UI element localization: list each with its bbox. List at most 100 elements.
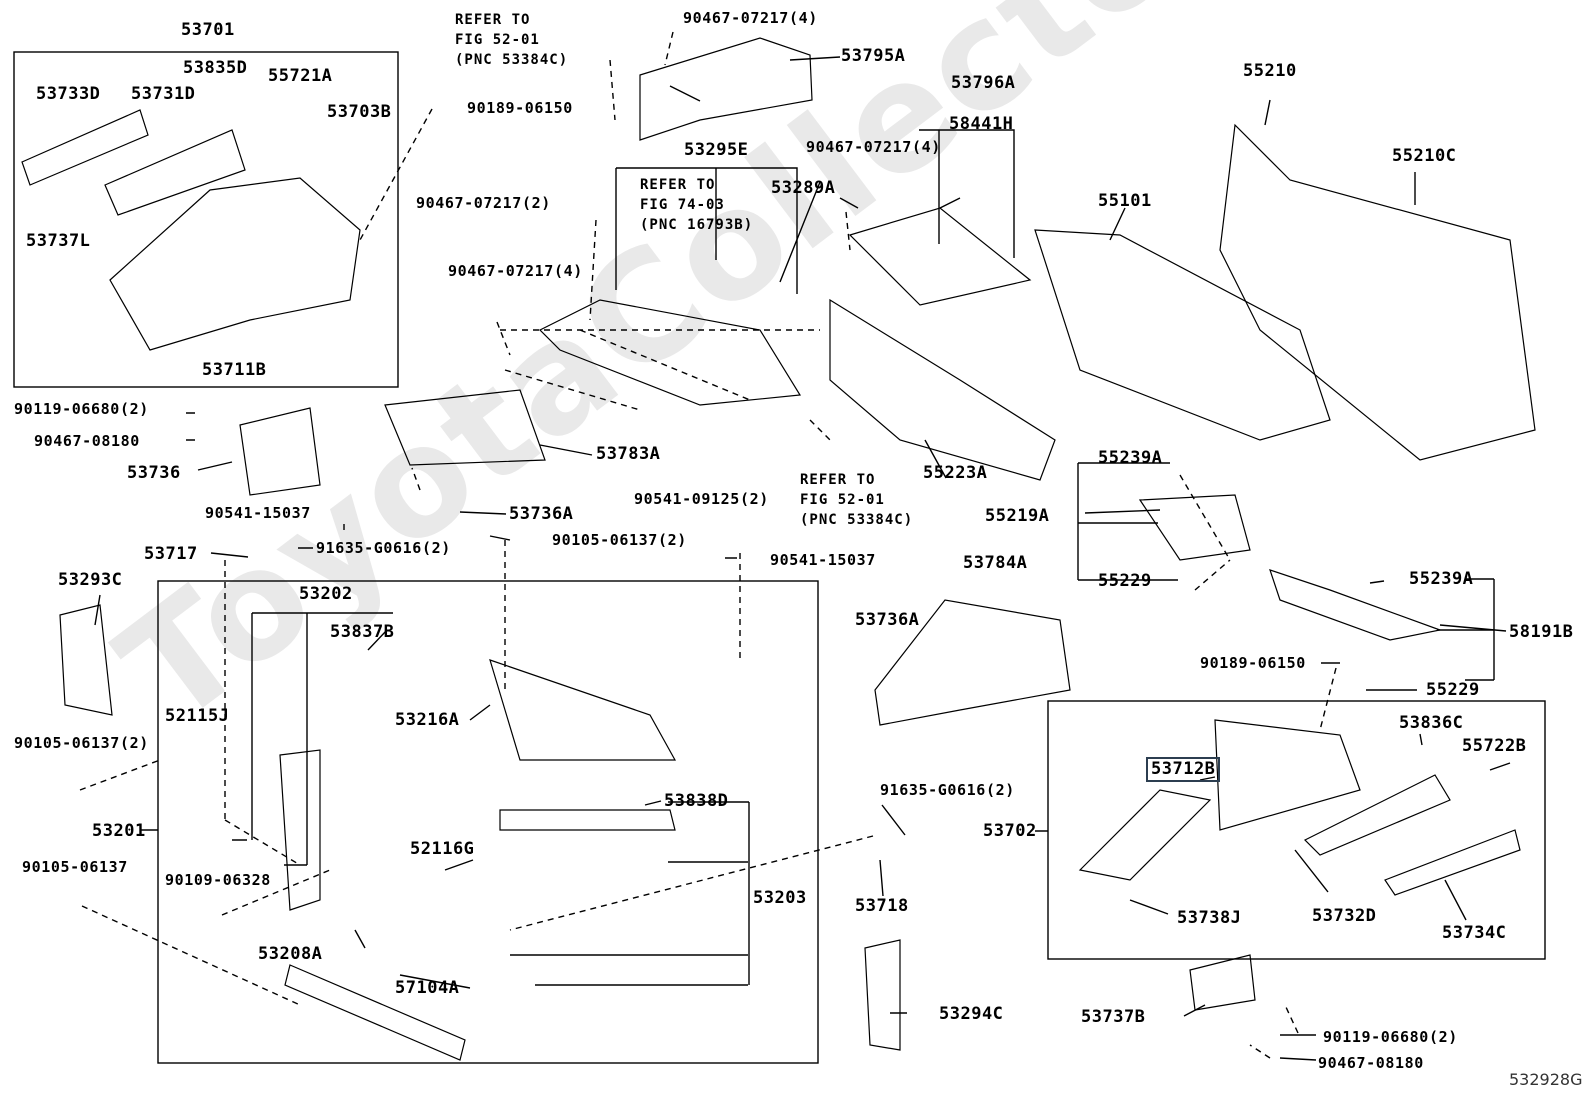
part-label-53795A[interactable]: 53795A xyxy=(841,46,906,66)
part-label-53208A[interactable]: 53208A xyxy=(258,944,323,964)
part-label-53837B[interactable]: 53837B xyxy=(330,622,395,642)
part-55210-shape xyxy=(1219,123,1536,461)
part-53734C-shape xyxy=(1384,829,1521,896)
part-53784A-shape xyxy=(874,599,1071,726)
part-53737B-shape xyxy=(1189,954,1256,1011)
part-label-53737L[interactable]: 53737L xyxy=(26,231,91,251)
part-label-53711B[interactable]: 53711B xyxy=(202,360,267,380)
part-label-55722B[interactable]: 55722B xyxy=(1462,736,1527,756)
part-53783A-shape xyxy=(384,389,546,466)
part-label-53701[interactable]: 53701 xyxy=(181,20,235,40)
part-label-53836C[interactable]: 53836C xyxy=(1399,713,1464,733)
part-53795A-shape xyxy=(639,37,813,141)
part-label-90105-06137-2-b[interactable]: 90105-06137(2) xyxy=(14,734,149,752)
part-53731D-shape xyxy=(104,129,246,216)
part-55101-shape xyxy=(1034,229,1331,441)
part-53711B-shape xyxy=(109,177,361,351)
part-label-90109-06328[interactable]: 90109-06328 xyxy=(165,871,271,889)
part-label-53738J[interactable]: 53738J xyxy=(1177,908,1242,928)
part-53712B-shape xyxy=(1214,719,1361,831)
part-label-52115J[interactable]: 52115J xyxy=(165,706,230,726)
part-53294C-shape xyxy=(864,939,901,1051)
group-box-53701 xyxy=(13,51,399,388)
part-label-53293C[interactable]: 53293C xyxy=(58,570,123,590)
part-53736-shape xyxy=(239,407,321,496)
part-label-53201[interactable]: 53201 xyxy=(92,821,146,841)
part-label-90105-06137[interactable]: 90105-06137 xyxy=(22,858,128,876)
part-53732D-shape xyxy=(1303,774,1451,856)
part-label-57104A[interactable]: 57104A xyxy=(395,978,460,998)
part-label-91635-G0616-a[interactable]: 91635-G0616(2) xyxy=(316,539,451,557)
diagram-id: 532928G xyxy=(1509,1070,1583,1089)
part-label-90467-07217-4-b[interactable]: 90467-07217(4) xyxy=(806,138,941,156)
part-label-90541-09125[interactable]: 90541-09125(2) xyxy=(634,490,769,508)
part-label-53838D[interactable]: 53838D xyxy=(664,791,729,811)
part-53295E-shape xyxy=(538,299,802,406)
part-label-53203[interactable]: 53203 xyxy=(753,888,807,908)
part-55223A-shape xyxy=(829,298,1056,481)
part-label-90467-07217-4-c[interactable]: 90467-07217(4) xyxy=(448,262,583,280)
part-label-55219A[interactable]: 55219A xyxy=(985,506,1050,526)
part-53203-upper-shape xyxy=(499,809,676,831)
part-label-53202[interactable]: 53202 xyxy=(299,584,353,604)
part-label-55229-b[interactable]: 55229 xyxy=(1426,680,1480,700)
part-label-58191B[interactable]: 58191B xyxy=(1509,622,1574,642)
part-label-90467-07217-4-a[interactable]: 90467-07217(4) xyxy=(683,9,818,27)
part-label-90189-06150-a[interactable]: 90189-06150 xyxy=(467,99,573,117)
part-53208A-shape xyxy=(279,749,321,911)
part-label-53712B[interactable]: 53712B xyxy=(1146,757,1221,782)
part-label-55101[interactable]: 55101 xyxy=(1098,191,1152,211)
part-53293C-shape xyxy=(59,604,113,716)
part-label-53717[interactable]: 53717 xyxy=(144,544,198,564)
part-label-53783A[interactable]: 53783A xyxy=(596,444,661,464)
part-label-90541-15037-a[interactable]: 90541-15037 xyxy=(205,504,311,522)
part-label-53703B[interactable]: 53703B xyxy=(327,102,392,122)
part-label-55239A-a[interactable]: 55239A xyxy=(1098,448,1163,468)
part-label-53732D[interactable]: 53732D xyxy=(1312,906,1377,926)
refer-note-2: REFER TO FIG 74-03 (PNC 16793B) xyxy=(640,177,754,233)
part-label-53835D[interactable]: 53835D xyxy=(183,58,248,78)
part-label-91635-G0616-b[interactable]: 91635-G0616(2) xyxy=(880,781,1015,799)
part-label-53295E[interactable]: 53295E xyxy=(684,140,749,160)
part-label-90105-06137-2-a[interactable]: 90105-06137(2) xyxy=(552,531,687,549)
part-label-53796A[interactable]: 53796A xyxy=(951,73,1016,93)
part-53738J-shape xyxy=(1078,789,1212,881)
part-label-58441H[interactable]: 58441H xyxy=(949,114,1014,134)
part-label-53736A-a[interactable]: 53736A xyxy=(509,504,574,524)
part-label-90467-08180-a[interactable]: 90467-08180 xyxy=(34,432,140,450)
part-label-55223A[interactable]: 55223A xyxy=(923,463,988,483)
refer-note-1: REFER TO FIG 52-01 (PNC 53384C) xyxy=(455,12,569,68)
part-53796A-shape xyxy=(848,207,1032,306)
part-label-53737B[interactable]: 53737B xyxy=(1081,1007,1146,1027)
part-label-53289A[interactable]: 53289A xyxy=(771,178,836,198)
part-label-52116G[interactable]: 52116G xyxy=(410,839,475,859)
part-55219A-shape xyxy=(1138,494,1251,561)
part-label-53734C[interactable]: 53734C xyxy=(1442,923,1507,943)
part-label-53731D[interactable]: 53731D xyxy=(131,84,196,104)
part-label-55210C[interactable]: 55210C xyxy=(1392,146,1457,166)
part-label-53216A[interactable]: 53216A xyxy=(395,710,460,730)
part-label-55239A-b[interactable]: 55239A xyxy=(1409,569,1474,589)
part-label-53718[interactable]: 53718 xyxy=(855,896,909,916)
part-label-90467-07217-2[interactable]: 90467-07217(2) xyxy=(416,194,551,212)
part-label-90119-06680-b[interactable]: 90119-06680(2) xyxy=(1323,1028,1458,1046)
part-53216A-shape xyxy=(489,659,677,761)
part-label-55229-a[interactable]: 55229 xyxy=(1098,571,1152,591)
part-label-53736A-b[interactable]: 53736A xyxy=(855,610,920,630)
part-label-90467-08180-b[interactable]: 90467-08180 xyxy=(1318,1054,1424,1072)
part-label-90119-06680-a[interactable]: 90119-06680(2) xyxy=(14,400,149,418)
part-label-53733D[interactable]: 53733D xyxy=(36,84,101,104)
part-label-90541-15037-b[interactable]: 90541-15037 xyxy=(770,551,876,569)
part-53733D-shape xyxy=(21,109,149,186)
part-label-55721A[interactable]: 55721A xyxy=(268,66,333,86)
part-label-53294C[interactable]: 53294C xyxy=(939,1004,1004,1024)
part-label-55210[interactable]: 55210 xyxy=(1243,61,1297,81)
part-label-90189-06150-b[interactable]: 90189-06150 xyxy=(1200,654,1306,672)
refer-note-3: REFER TO FIG 52-01 (PNC 53384C) xyxy=(800,472,914,528)
part-label-53736[interactable]: 53736 xyxy=(127,463,181,483)
part-label-53784A[interactable]: 53784A xyxy=(963,553,1028,573)
part-label-53702[interactable]: 53702 xyxy=(983,821,1037,841)
part-58191B-shape xyxy=(1269,569,1443,641)
